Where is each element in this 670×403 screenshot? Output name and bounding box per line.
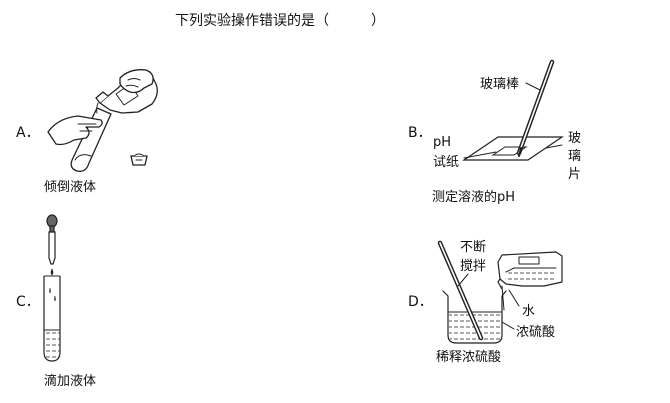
ph-test-diagram: [462, 59, 564, 161]
option-a-letter[interactable]: A．: [16, 125, 40, 141]
option-a-caption: 倾倒液体: [44, 180, 97, 195]
glass-plate-label-3: 片: [568, 167, 582, 182]
dropper-bulb: [46, 214, 58, 228]
stir-label-2: 搅拌: [460, 259, 487, 274]
question-stem: 下列实验操作错误的是（ ）: [175, 13, 385, 29]
test-paper-label: 试纸: [433, 155, 460, 170]
ph-label: pH: [433, 135, 452, 150]
ph-paper: [491, 146, 528, 156]
option-d-letter[interactable]: D．: [408, 294, 433, 310]
stir-label-1: 不断: [460, 240, 487, 255]
left-hand: [47, 115, 103, 146]
glass-plate-label-1: 玻: [568, 131, 582, 146]
dropping-diagram: [43, 214, 61, 362]
water-label: 水: [522, 304, 536, 319]
dropper-tube: [48, 231, 56, 265]
option-d-caption: 稀释浓硫酸: [436, 350, 502, 365]
glass-rod-label: 玻璃棒: [480, 77, 520, 92]
option-c-letter[interactable]: C．: [16, 294, 40, 310]
option-c-caption: 滴加液体: [44, 374, 97, 389]
right-hand: [119, 69, 154, 94]
option-b-caption: 测定溶液的pH: [432, 190, 516, 205]
glass-plate-label-2: 璃: [568, 149, 582, 164]
option-b-letter[interactable]: B．: [408, 125, 432, 141]
conc-acid-label: 浓硫酸: [516, 325, 556, 340]
pouring-diagram: [47, 69, 158, 172]
dilution-diagram: [437, 240, 563, 344]
